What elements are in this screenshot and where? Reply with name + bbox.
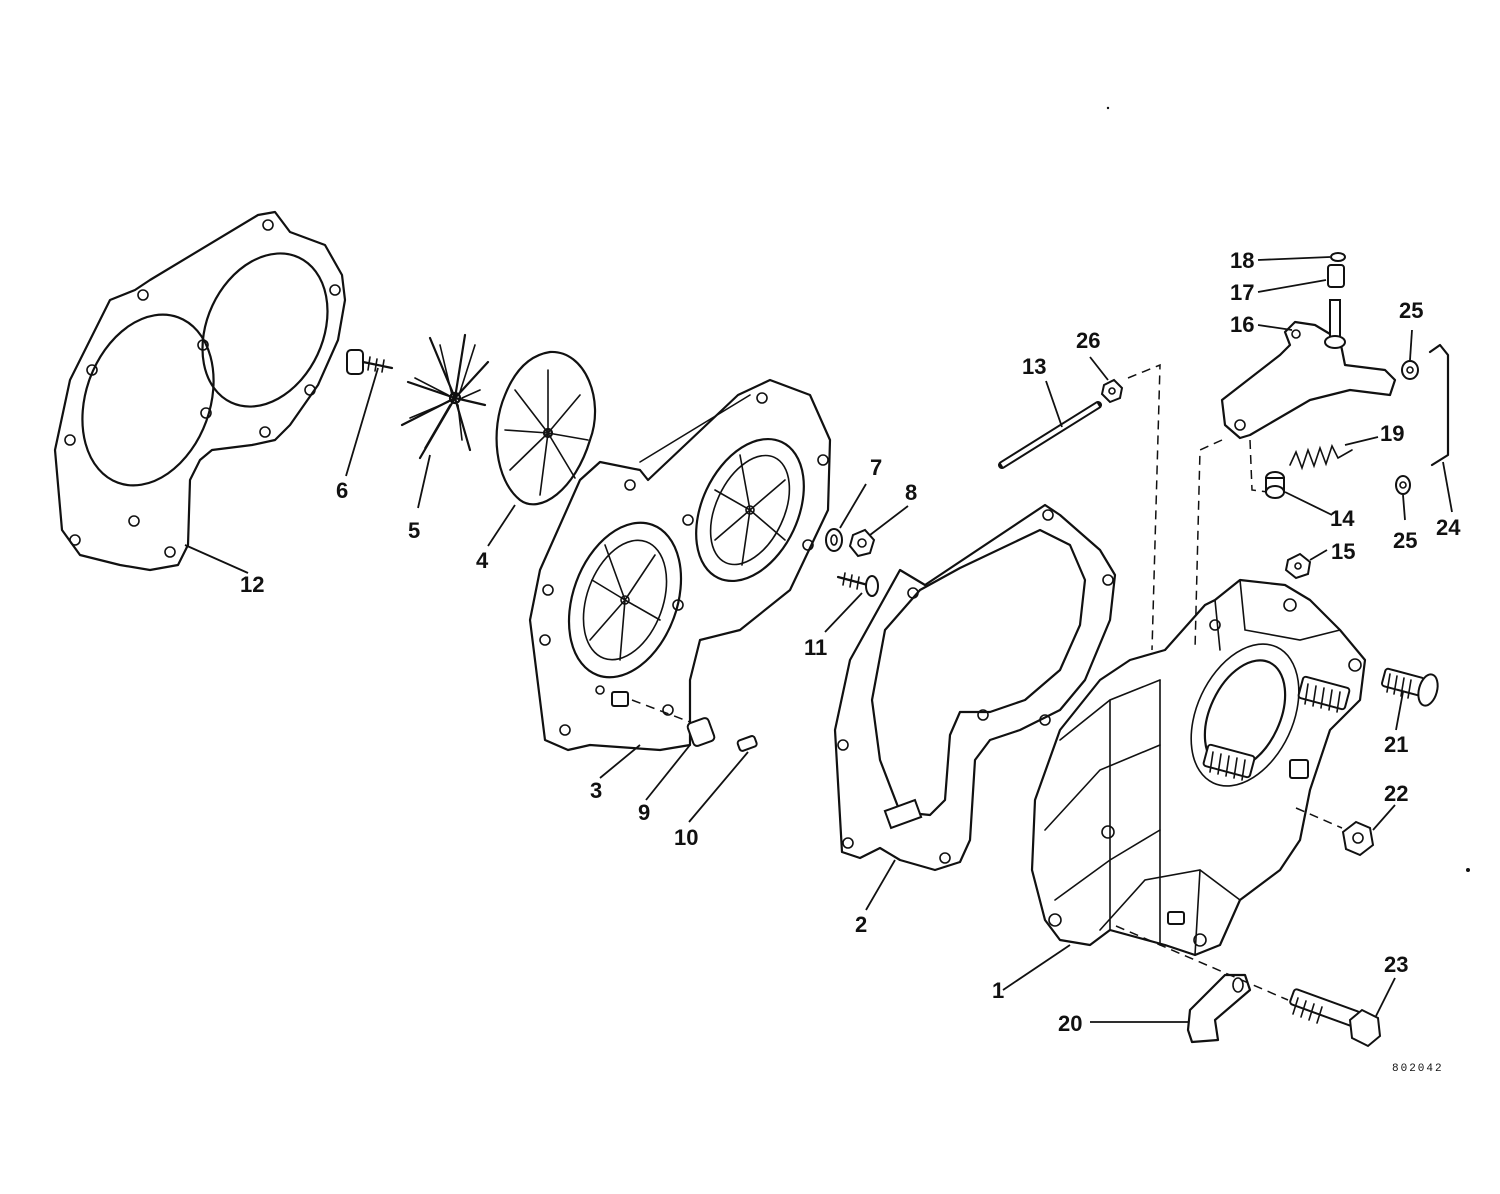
callout-15: 15	[1331, 539, 1355, 564]
part-25-clip-upper	[1401, 360, 1419, 380]
callout-3: 3	[590, 778, 602, 803]
callout-labels: 1 2 3 4 5 6 7 8 9 10 11 12 13 14 15 16 1…	[240, 248, 1461, 1036]
part-14-bushing	[1265, 471, 1285, 499]
part-8-nut	[848, 528, 876, 558]
stray-dot	[1466, 868, 1470, 872]
callout-24: 24	[1436, 515, 1461, 540]
part-7-washer	[825, 528, 843, 552]
callout-7: 7	[870, 455, 882, 480]
part-3-reed-plate	[528, 378, 832, 752]
part-15-nut	[1284, 552, 1312, 580]
part-12-gasket	[53, 210, 347, 572]
part-22-nut	[1341, 820, 1375, 857]
part-25-clip-lower	[1395, 475, 1411, 495]
leader-lines	[184, 256, 1453, 1023]
callout-17: 17	[1230, 280, 1254, 305]
callout-5: 5	[408, 518, 420, 543]
callout-22: 22	[1384, 781, 1408, 806]
dashed-line-dowel	[631, 699, 691, 723]
dashed-line-lever	[1194, 439, 1223, 651]
callout-21: 21	[1384, 732, 1408, 757]
callout-11: 11	[804, 635, 827, 660]
part-19-spring	[1289, 443, 1353, 471]
drawing-code: 802042	[1392, 1063, 1444, 1075]
part-20-clamp	[1186, 973, 1252, 1044]
part-2-gasket	[833, 503, 1117, 872]
part-10-small-screw	[736, 735, 758, 752]
callout-25-upper: 25	[1399, 298, 1423, 323]
part-24-wire-link	[1428, 343, 1450, 467]
callout-14: 14	[1330, 506, 1355, 531]
part-23-bolt	[1289, 988, 1382, 1048]
part-11-screw	[836, 572, 879, 597]
part-17-sleeve	[1327, 264, 1345, 288]
dashed-line-stud	[1127, 363, 1161, 651]
part-16-lever	[1220, 299, 1397, 440]
dashed-line-bolt-23	[1115, 925, 1289, 1001]
stray-dot	[1106, 106, 1110, 110]
callout-2: 2	[855, 912, 867, 937]
part-9-dowel	[686, 717, 716, 747]
part-18-clip	[1330, 252, 1346, 262]
part-13-stud	[998, 401, 1102, 469]
part-4-leaf-valve	[495, 350, 597, 506]
callout-18: 18	[1230, 248, 1254, 273]
dashed-line-bushing	[1249, 439, 1269, 493]
callout-16: 16	[1230, 312, 1254, 337]
callout-9: 9	[638, 800, 650, 825]
callout-12: 12	[240, 572, 264, 597]
callout-19: 19	[1380, 421, 1404, 446]
dashed-line-nut-22	[1295, 807, 1343, 829]
part-5-star-valve	[400, 333, 490, 460]
part-6-screw	[346, 349, 394, 375]
callout-20: 20	[1058, 1011, 1082, 1036]
callout-25-lower: 25	[1393, 528, 1417, 553]
callout-10: 10	[674, 825, 698, 850]
callout-6: 6	[336, 478, 348, 503]
callout-23: 23	[1384, 952, 1408, 977]
part-21-screw	[1381, 667, 1439, 707]
callout-26: 26	[1076, 328, 1100, 353]
callout-4: 4	[476, 548, 489, 573]
callout-13: 13	[1022, 354, 1046, 379]
callout-1: 1	[992, 978, 1004, 1003]
callout-8: 8	[905, 480, 917, 505]
part-26-nut	[1100, 378, 1124, 404]
part-1-housing	[1030, 578, 1367, 957]
